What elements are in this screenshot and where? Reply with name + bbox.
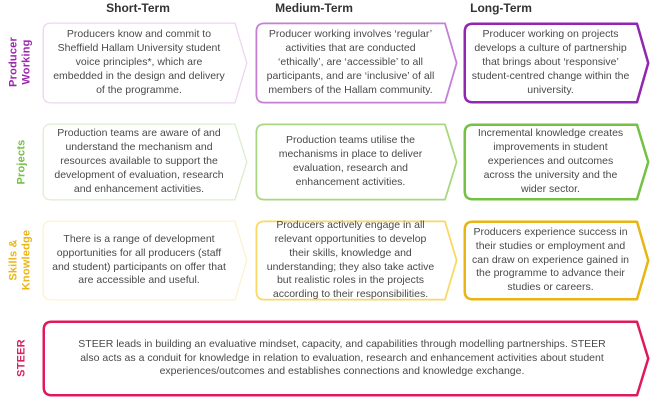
outcome-text: There is a range of development opportun… [52,232,226,287]
outcome-text: Production teams utilise the mechanisms … [278,134,423,188]
cell-skills-knowledge-medium-term: Producers actively engage in all relevan… [255,218,458,301]
row-label-projects: Projects [15,139,28,185]
column-header-medium-term: Medium-Term [275,1,353,15]
cell-producer-working-long-term: Producer working on projects develops a … [463,22,650,104]
row-label-skills-knowledge: Skills & Knowledge [7,229,32,291]
outcome-text: Production teams are aware of and unders… [54,127,224,195]
row-label-steer: STEER [15,339,28,377]
outcome-text: Producers experience success in their st… [471,225,630,294]
cell-steer-full-width: STEER leads in building an evaluative mi… [42,320,650,397]
column-header-short-term: Short-Term [106,1,170,15]
cell-projects-medium-term: Production teams utilise the mechanisms … [255,123,458,201]
column-header-long-term: Long-Term [470,1,532,15]
cell-producer-working-short-term: Producers know and commit to Sheffield H… [42,22,248,104]
cell-producer-working-medium-term: Producer working involves ‘regular’ acti… [255,22,458,104]
row-label-producer-working: Producer Working [7,37,32,87]
outcome-text: Producer working involves ‘regular’ acti… [266,28,435,96]
cell-skills-knowledge-short-term: There is a range of development opportun… [42,220,248,301]
cell-projects-long-term: Incremental knowledge creates improvemen… [463,123,650,201]
cell-skills-knowledge-long-term: Producers experience success in their st… [463,220,650,301]
cell-projects-short-term: Production teams are aware of and unders… [42,123,248,201]
outcome-text: Producers know and commit to Sheffield H… [53,28,225,96]
outcome-text: Incremental knowledge creates improvemen… [477,127,624,195]
outcome-text: Producer working on projects develops a … [471,28,630,96]
outcome-text: Producers actively engage in all relevan… [266,218,435,301]
outcome-text: STEER leads in building an evaluative mi… [78,337,606,378]
